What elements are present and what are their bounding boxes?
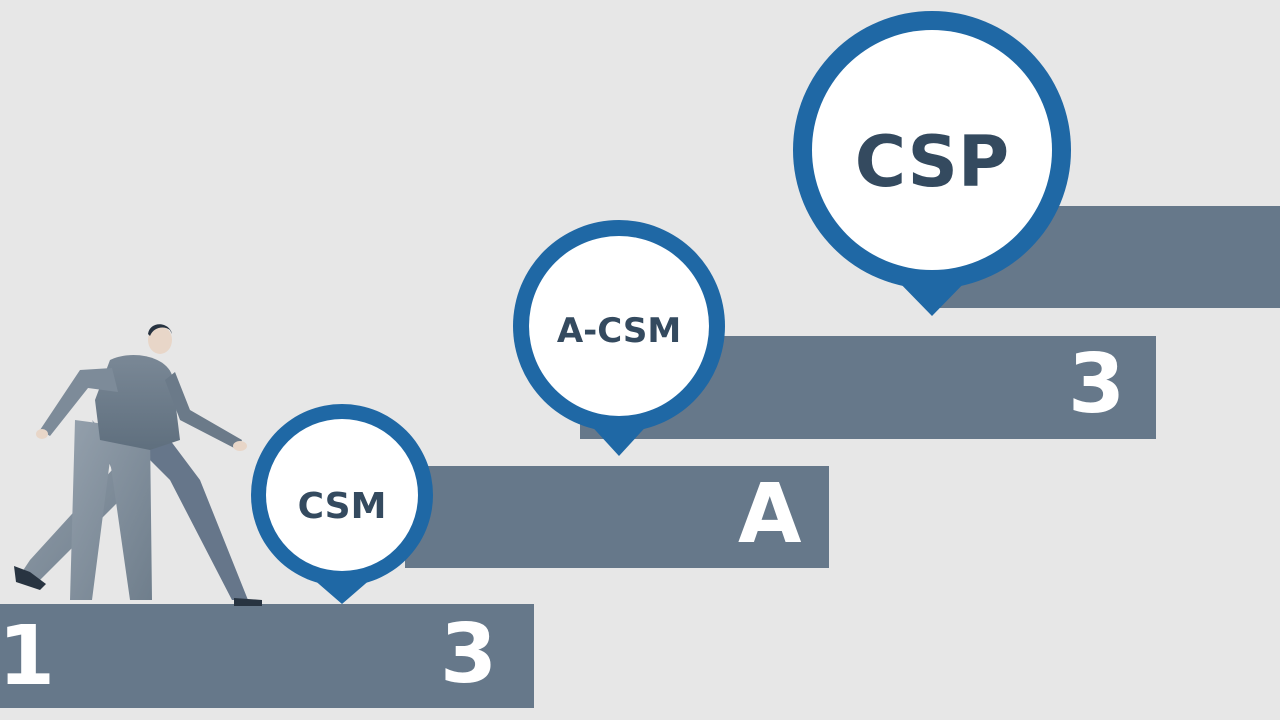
badge-a-csm: A-CSM: [513, 220, 725, 456]
badge-csp: CSP: [793, 11, 1071, 316]
step-1: [0, 604, 534, 708]
badge-csp-label: CSP: [855, 121, 1009, 203]
step-3-right-label: 3: [1068, 337, 1126, 432]
badge-a-csm-label: A-CSM: [557, 311, 681, 351]
badge-csm: CSM: [251, 404, 433, 604]
step-2-right-label: A: [738, 467, 802, 562]
step-2: [405, 466, 829, 568]
badge-csm-label: CSM: [298, 486, 387, 527]
step-1-right-label: 3: [440, 607, 498, 702]
step-1-left-label: 1: [0, 609, 56, 704]
